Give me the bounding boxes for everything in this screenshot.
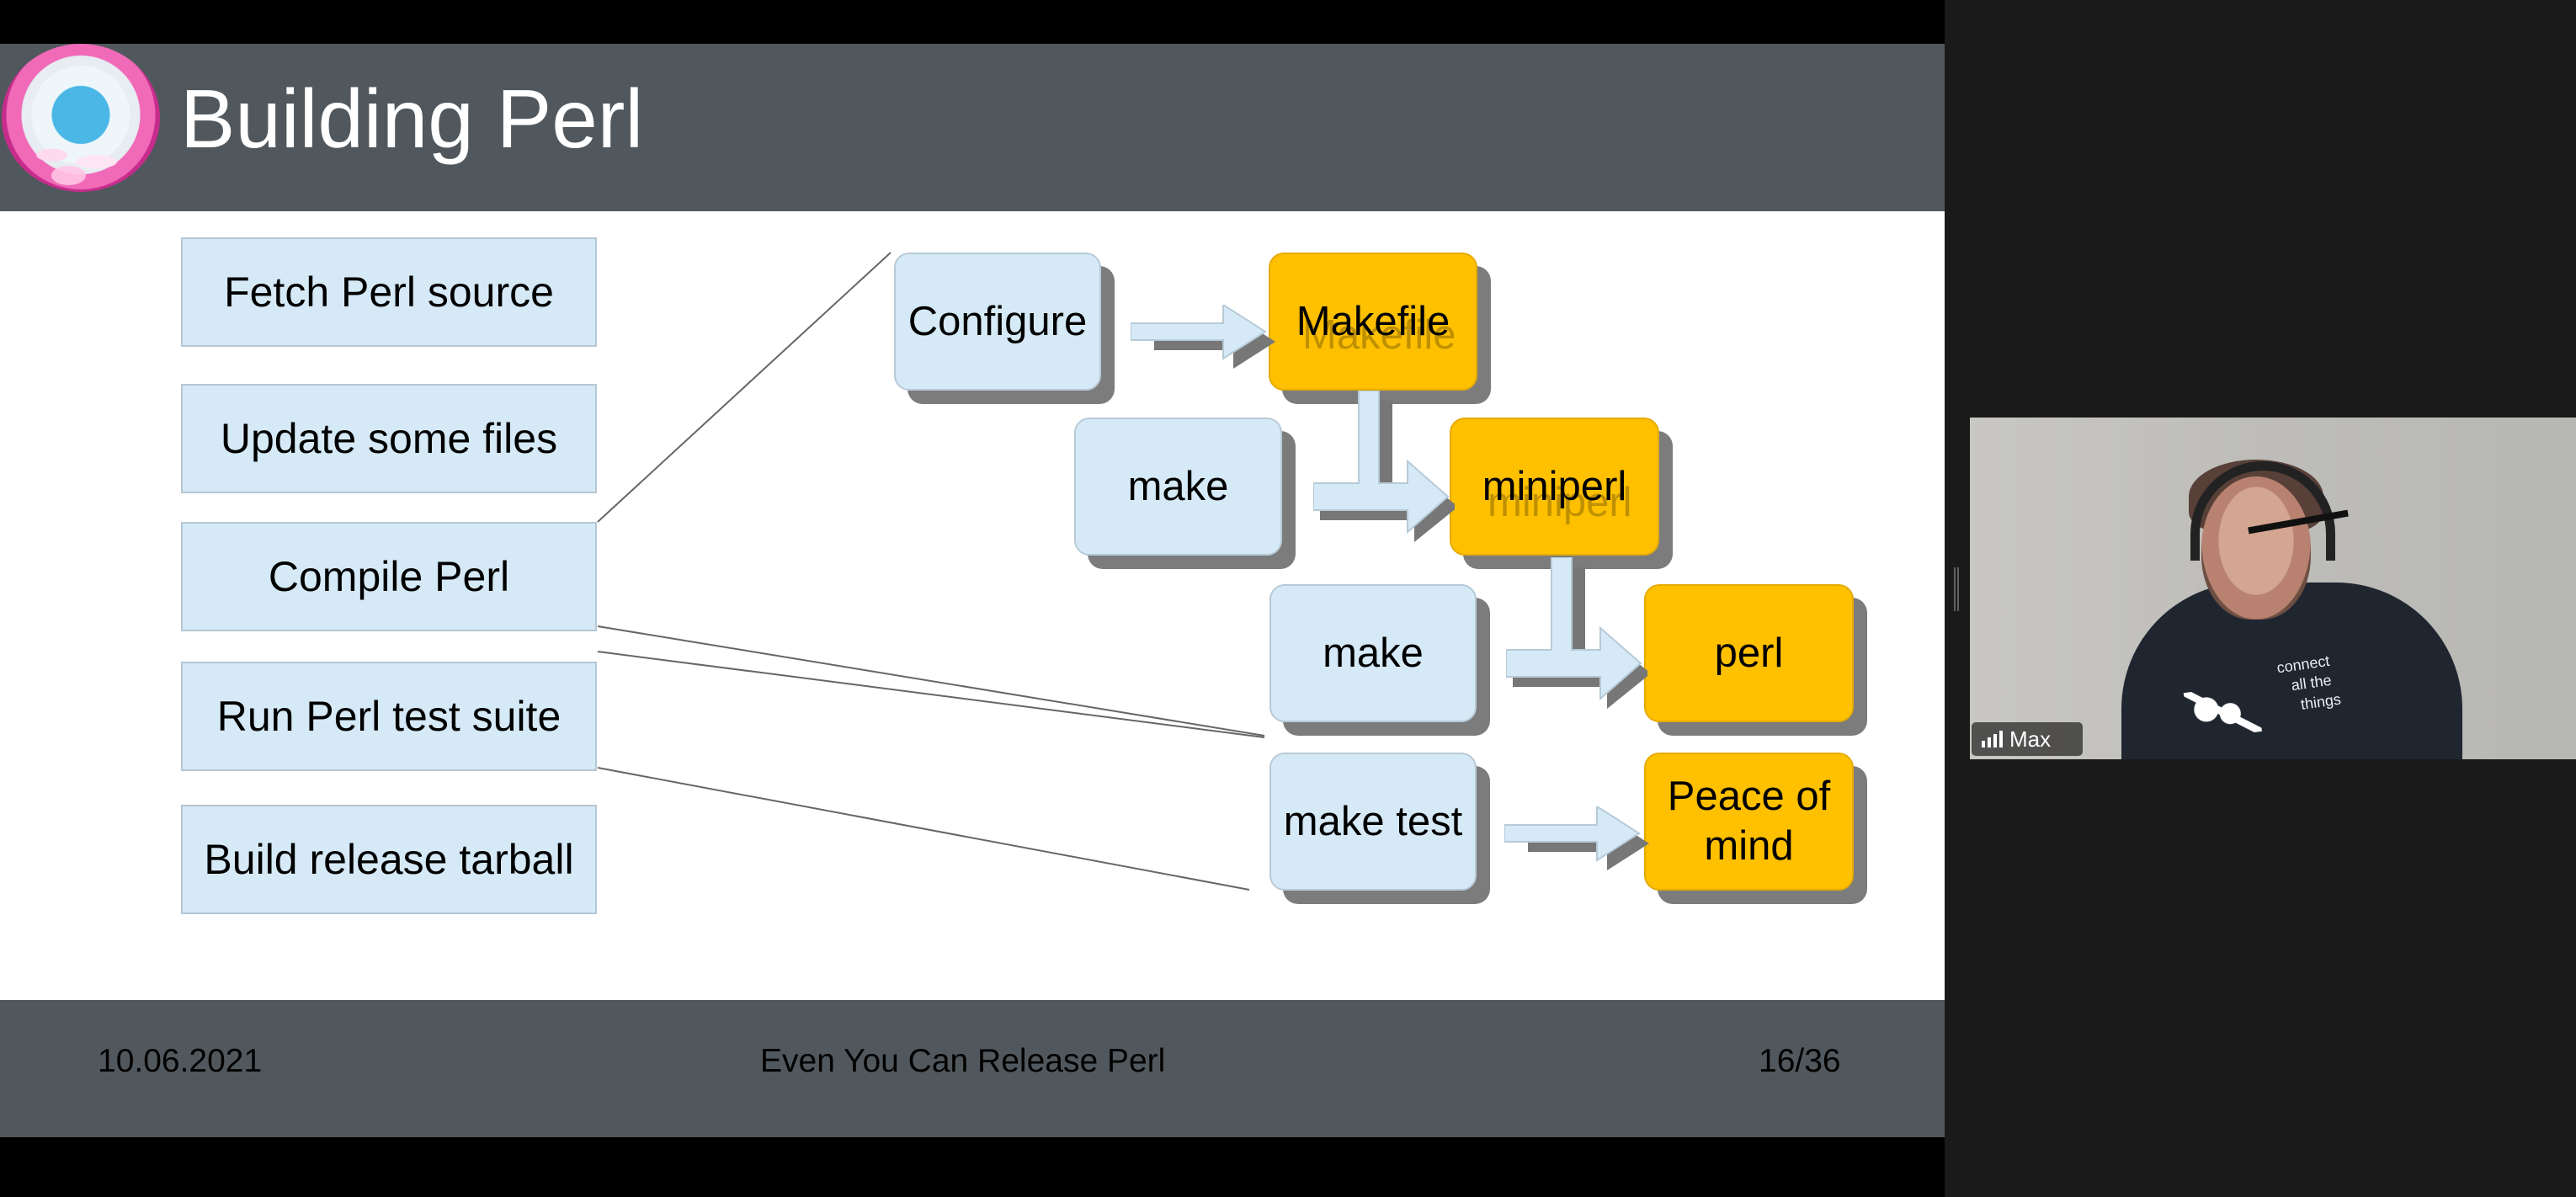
arrow-miniperl-to-perl (1506, 557, 1647, 709)
step-run-test-suite: Run Perl test suite (181, 662, 597, 771)
flow-make-miniperl: make (1074, 418, 1282, 556)
flow-make-test: make test (1269, 753, 1477, 891)
splitter-handle-icon[interactable] (1954, 567, 1959, 611)
connector-tests-to-make (597, 651, 1265, 738)
connector-compile-to-make (597, 625, 1265, 737)
slide: Building Perl Fetch Perl source Update s… (0, 44, 1945, 1137)
participant-video[interactable]: connect all the things (1970, 418, 2576, 759)
shirt-text-things: things (2299, 690, 2343, 713)
step-update-files: Update some files (181, 384, 597, 493)
logo-icon (2, 44, 160, 192)
slide-footer: 10.06.2021 Even You Can Release Perl 16/… (0, 1000, 1945, 1137)
flow-miniperl: miniperl (1450, 418, 1659, 556)
flow-configure: Configure (894, 253, 1101, 391)
arrow-make-test-to-peace (1504, 806, 1649, 870)
arrow-makefile-to-miniperl (1313, 391, 1455, 542)
participant-name-badge: Max (1972, 722, 2083, 756)
arrow-configure-to-makefile (1131, 305, 1275, 369)
flow-makefile: Makefile (1269, 253, 1477, 391)
slide-date: 10.06.2021 (98, 1043, 263, 1079)
step-fetch-perl-source: Fetch Perl source (181, 237, 597, 347)
signal-icon (1982, 731, 2003, 747)
flow-perl: perl (1644, 584, 1854, 722)
connector-tests-to-make-test (597, 767, 1250, 891)
connector-lines (597, 252, 1265, 891)
flow-make-perl: make (1269, 584, 1477, 722)
slide-page-number: 16/36 (1759, 1043, 1841, 1079)
headset-icon (2190, 461, 2335, 561)
slide-header: Building Perl (0, 44, 1945, 211)
shirt-text-all-the: all the (2290, 671, 2333, 694)
slide-title: Building Perl (180, 72, 644, 165)
connector-compile-to-configure (597, 252, 891, 523)
slide-footer-title: Even You Can Release Perl (760, 1043, 1166, 1079)
step-compile-perl: Compile Perl (181, 522, 597, 631)
slide-presentation-area: Building Perl Fetch Perl source Update s… (0, 44, 1945, 1137)
flow-peace-of-mind: Peace of mind (1644, 753, 1854, 891)
step-build-tarball: Build release tarball (181, 805, 597, 914)
participant-name: Max (2009, 726, 2052, 752)
